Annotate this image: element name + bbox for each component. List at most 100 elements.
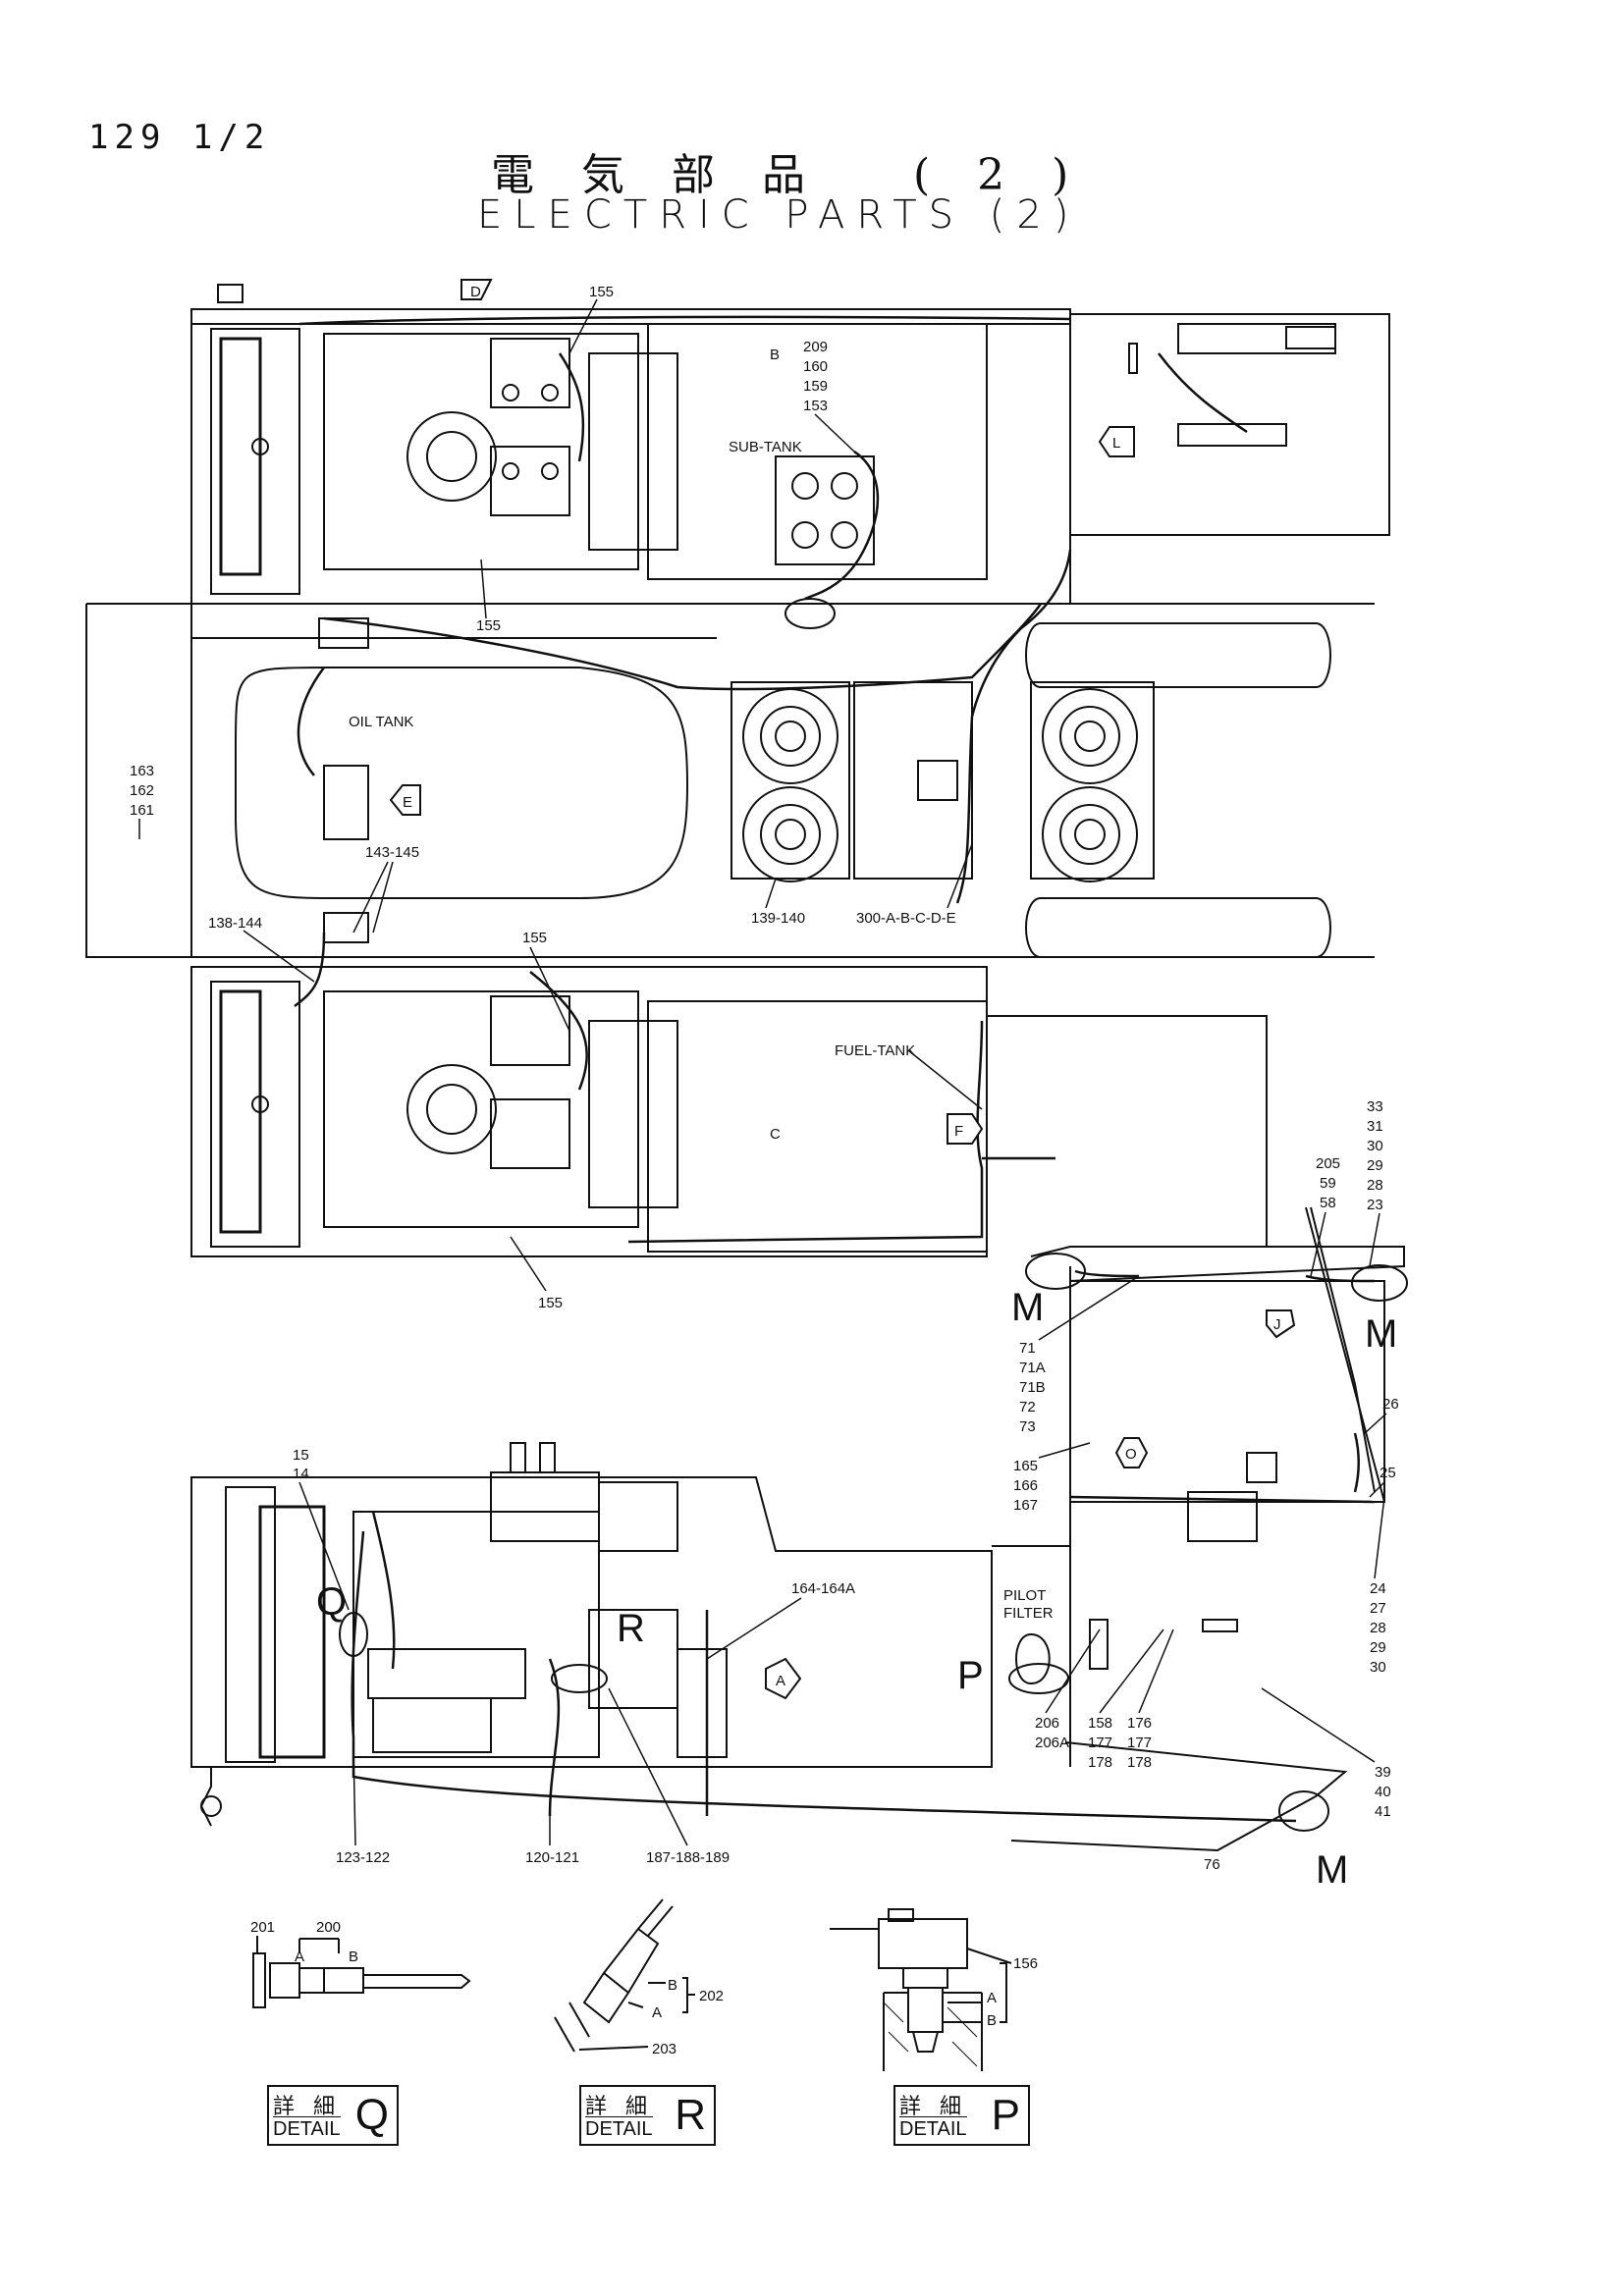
detail-letters: M M M Q R P — [316, 1286, 1397, 1892]
callout-28-b: 28 — [1370, 1620, 1386, 1636]
detail-ellipses — [339, 598, 1408, 1832]
callout-155-bottom: 155 — [538, 1295, 563, 1311]
view-marker-l: L — [1098, 426, 1135, 457]
view-marker-d: D — [460, 279, 493, 300]
callout-58: 58 — [1320, 1195, 1336, 1211]
detail-r-letter: R — [675, 2091, 706, 2139]
title-english: ELECTRIC PARTS (2) — [477, 192, 1081, 238]
callout-177-b: 177 — [1127, 1735, 1152, 1751]
callout-178-b: 178 — [1127, 1754, 1152, 1771]
callout-159: 159 — [803, 378, 828, 395]
callout-209: 209 — [803, 339, 828, 355]
callout-71: 71 — [1019, 1340, 1036, 1357]
callout-76: 76 — [1204, 1856, 1220, 1873]
detail-p-en: DETAIL — [899, 2116, 967, 2140]
title-japanese: 電気部品 (2) — [491, 150, 1116, 200]
view-marker-b: B — [770, 347, 780, 363]
letter-m-1: M — [1011, 1286, 1044, 1329]
detail-q-200: 200 — [316, 1919, 341, 1936]
view-marker-o-label: O — [1125, 1446, 1137, 1463]
pilot-filter-label-1: PILOT — [1003, 1587, 1046, 1604]
callout-166: 166 — [1013, 1477, 1038, 1494]
view-marker-e-label: E — [403, 794, 412, 811]
detail-q-a: A — [295, 1949, 304, 1965]
detail-p-a: A — [987, 1990, 997, 2006]
callout-30: 30 — [1367, 1138, 1383, 1154]
callout-155-top: 155 — [589, 284, 614, 300]
view-marker-a: A — [765, 1657, 802, 1700]
callout-158: 158 — [1088, 1715, 1112, 1732]
fuel-tank-label: FUEL-TANK — [835, 1042, 915, 1059]
detail-q-jp: 詳 細 — [273, 2095, 341, 2119]
callout-71b: 71B — [1019, 1379, 1046, 1396]
view-marker-j: J — [1266, 1309, 1296, 1339]
lower-engine-room-outline — [190, 966, 1268, 1257]
callout-138-144: 138-144 — [208, 915, 262, 932]
pilot-filter-label-2: FILTER — [1003, 1605, 1054, 1622]
letter-p: P — [957, 1654, 984, 1697]
callout-160: 160 — [803, 358, 828, 375]
callout-164: 164-164A — [791, 1580, 855, 1597]
view-marker-j-label: J — [1273, 1316, 1281, 1333]
callout-165: 165 — [1013, 1458, 1038, 1474]
detail-ellipse-q — [339, 1612, 368, 1657]
part-callouts: 155 155 155 155 209 160 159 153 163 162 … — [130, 284, 1399, 1873]
detail-ellipse-m-3 — [1278, 1790, 1329, 1832]
detail-q-title: 詳 細 DETAIL Q — [267, 2085, 399, 2146]
detail-p-letter: P — [991, 2091, 1020, 2139]
letter-r: R — [617, 1607, 645, 1650]
callout-123-122: 123-122 — [336, 1849, 390, 1866]
callout-59: 59 — [1320, 1175, 1336, 1192]
tank-labels: SUB-TANK OIL TANK FUEL-TANK PILOT FILTER — [349, 439, 1054, 1622]
detail-r-202: 202 — [699, 1988, 724, 2004]
wire-harness — [294, 315, 1376, 1823]
callout-24: 24 — [1370, 1580, 1386, 1597]
detail-r-title: 詳 細 DETAIL R — [579, 2085, 716, 2146]
callout-176: 176 — [1127, 1715, 1152, 1732]
callout-153: 153 — [803, 398, 828, 414]
detail-q-en: DETAIL — [273, 2116, 341, 2140]
view-marker-b-label: B — [770, 347, 780, 363]
callout-15: 15 — [293, 1447, 309, 1464]
view-marker-c: C — [770, 1126, 781, 1143]
detail-r-b: B — [668, 1977, 677, 1994]
detail-p-jp: 詳 細 — [899, 2095, 967, 2119]
view-marker-l-label: L — [1112, 435, 1120, 452]
view-marker-c-label: C — [770, 1126, 781, 1143]
callout-155-mid: 155 — [476, 617, 501, 634]
detail-p-title: 詳 細 DETAIL P — [893, 2085, 1030, 2146]
callout-29: 29 — [1367, 1157, 1383, 1174]
detail-r-en: DETAIL — [585, 2116, 653, 2140]
callout-31: 31 — [1367, 1118, 1383, 1135]
callout-155-lower: 155 — [522, 930, 547, 946]
callout-29-b: 29 — [1370, 1639, 1386, 1656]
callout-27: 27 — [1370, 1600, 1386, 1617]
detail-ellipse-m-1 — [1025, 1253, 1086, 1290]
view-marker-o: O — [1114, 1437, 1149, 1468]
callout-73: 73 — [1019, 1418, 1036, 1435]
callout-28: 28 — [1367, 1177, 1383, 1194]
callout-120-121: 120-121 — [525, 1849, 579, 1866]
detail-r-jp: 詳 細 — [585, 2095, 653, 2119]
callout-72: 72 — [1019, 1399, 1036, 1415]
callout-40: 40 — [1375, 1784, 1391, 1800]
callout-139-140: 139-140 — [751, 910, 805, 927]
view-markers: D B L E C F J O A — [389, 279, 1296, 1700]
center-frame-outline — [85, 603, 1375, 958]
letter-q: Q — [316, 1580, 347, 1624]
letter-m-2: M — [1365, 1312, 1397, 1356]
callout-41: 41 — [1375, 1803, 1391, 1820]
detail-p-156: 156 — [1013, 1955, 1038, 1972]
callout-39: 39 — [1375, 1764, 1391, 1781]
letter-m-3: M — [1316, 1848, 1348, 1892]
callout-300: 300-A-B-C-D-E — [856, 910, 956, 927]
detail-p-drawing: 156 A B — [830, 1908, 1038, 2071]
leader-lines — [138, 298, 1387, 1846]
callout-178-a: 178 — [1088, 1754, 1112, 1771]
callout-71a: 71A — [1019, 1360, 1046, 1376]
detail-ellipse-m-2 — [1351, 1264, 1408, 1302]
callout-187-188-189: 187-188-189 — [646, 1849, 730, 1866]
detail-r-a: A — [652, 2004, 662, 2021]
detail-ellipse-r — [551, 1664, 608, 1693]
